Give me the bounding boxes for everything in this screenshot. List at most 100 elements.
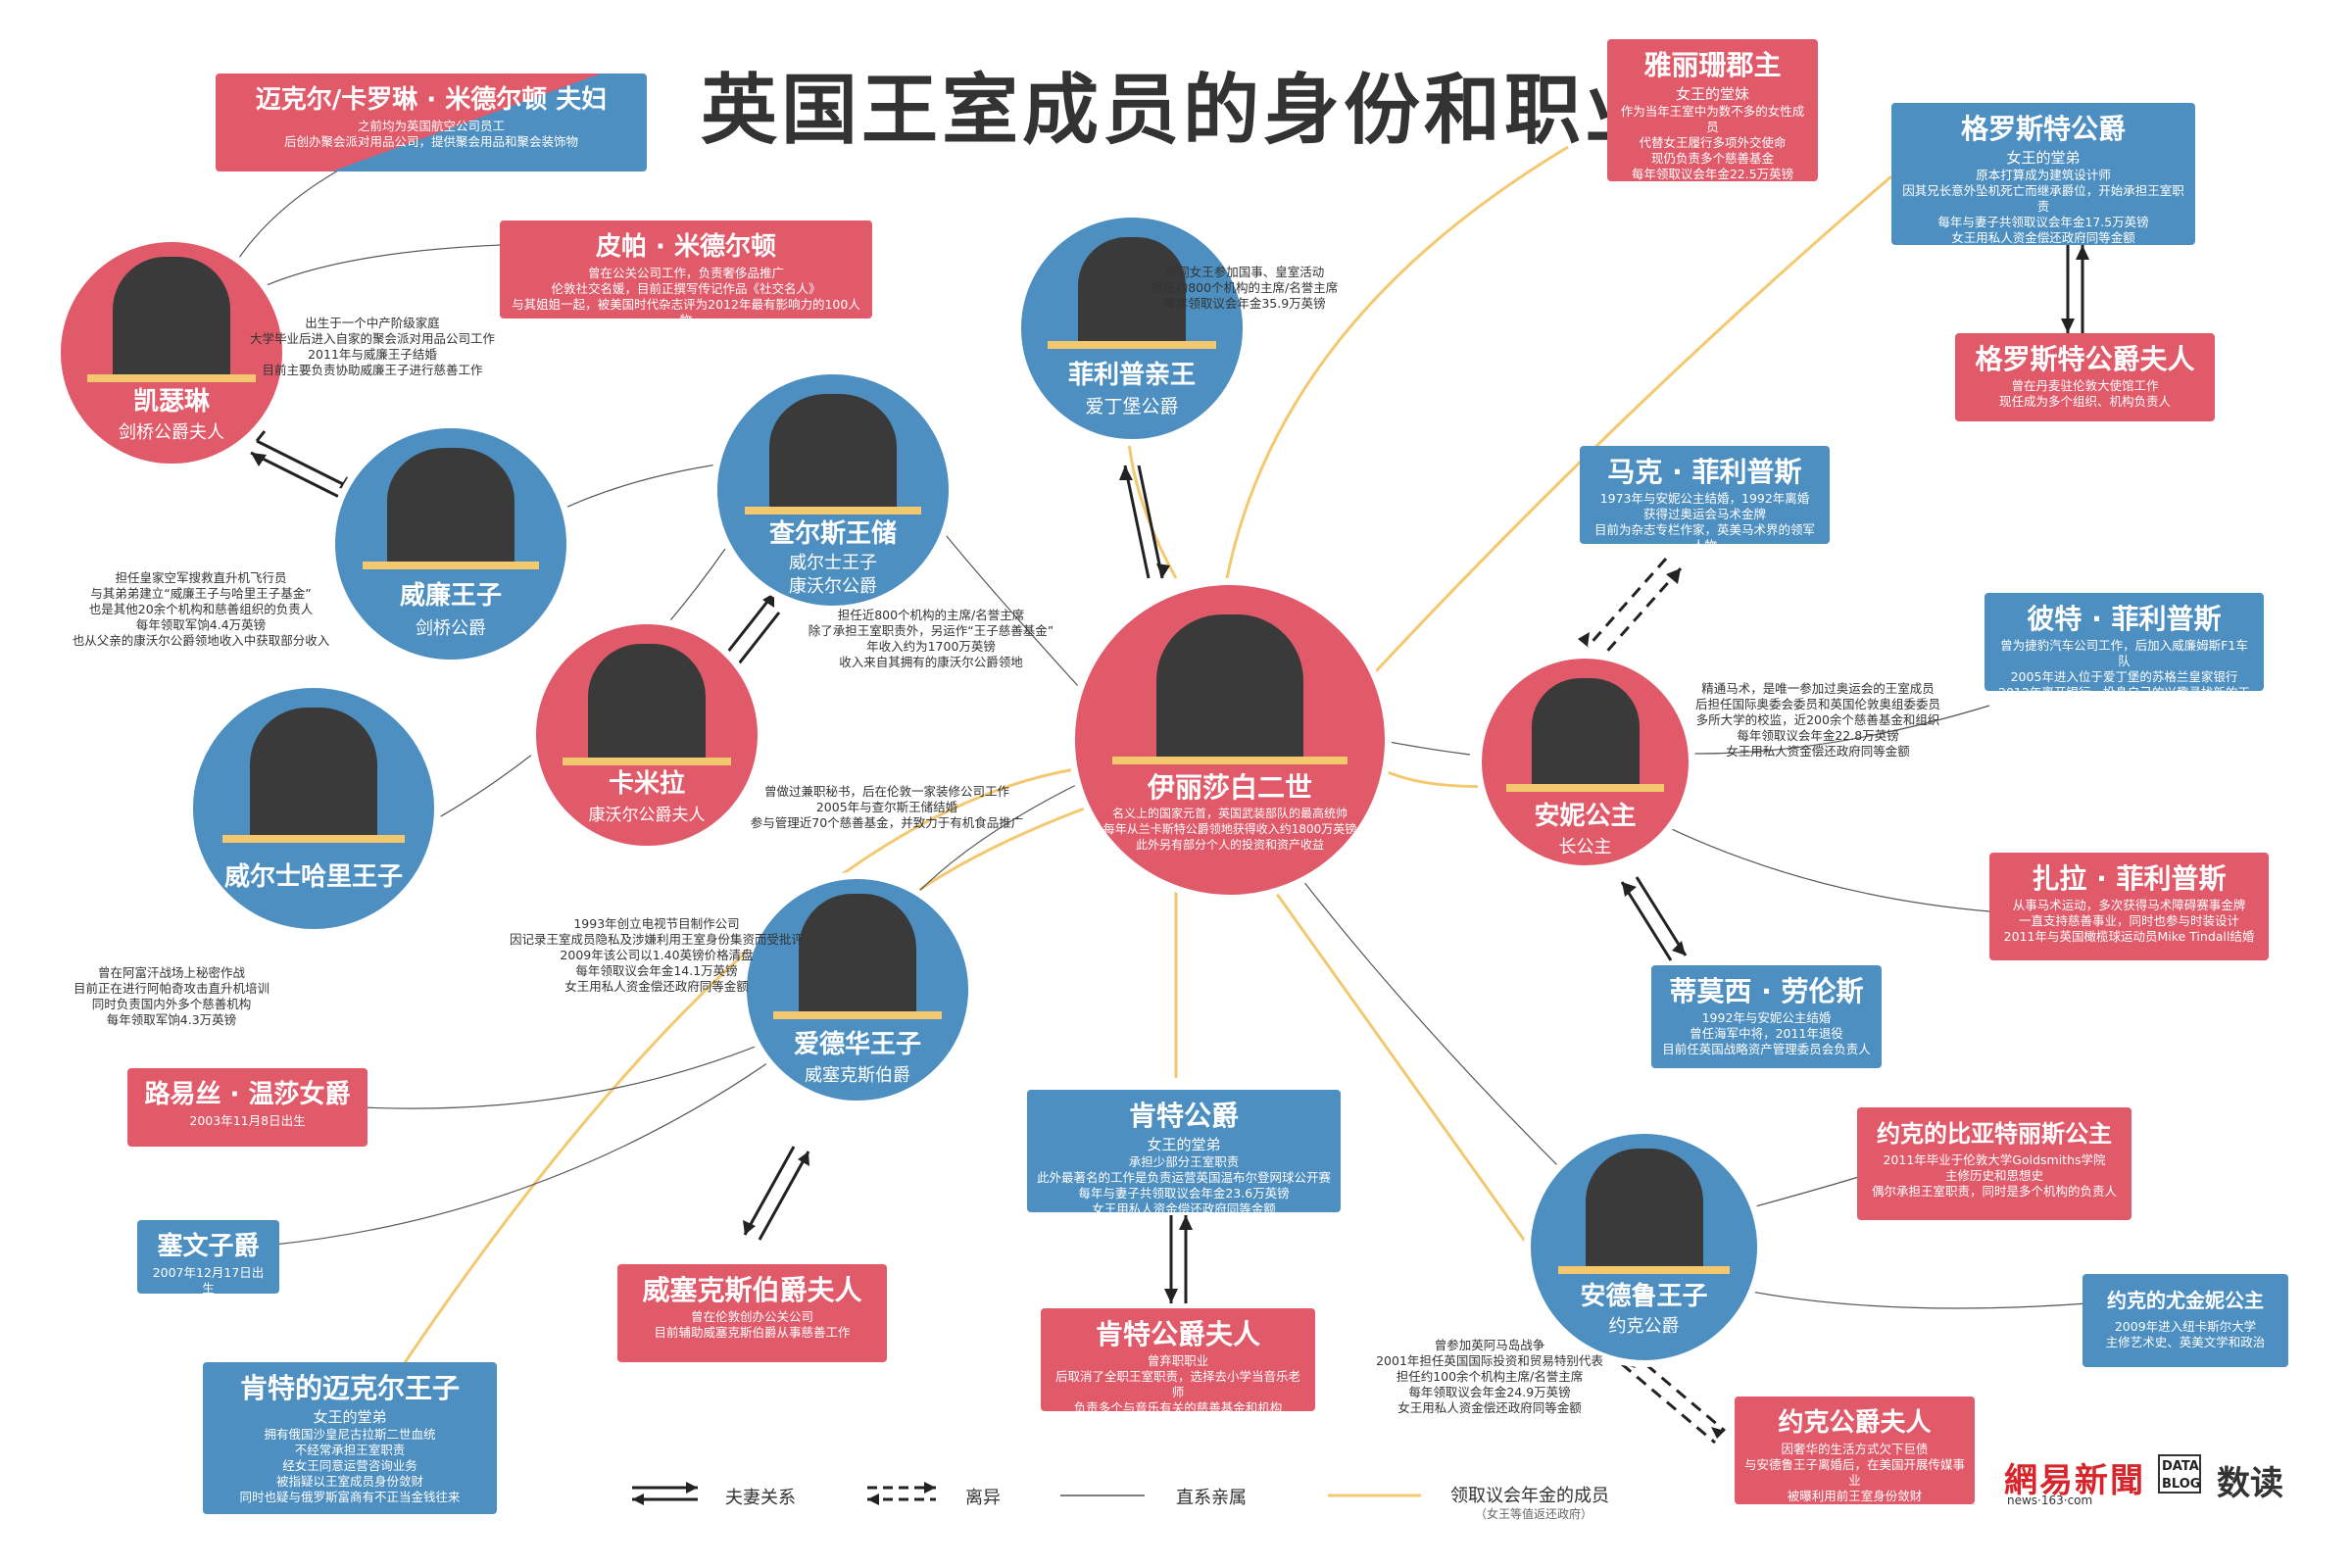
kent-sub: 女王的堂弟 [1147, 1136, 1221, 1153]
kent-wife-desc: 曾弃职职业 后取消了全职王室职责，选择去小学当音乐老师 负责多个与音乐有关的慈善… [1054, 1353, 1300, 1415]
edward-name: 爱德华王子 [793, 1030, 921, 1059]
legend-divorce-label: 离异 [965, 1488, 1001, 1508]
netease-logo-sub: news·163·com [2007, 1494, 2093, 1507]
pippa-desc: 曾在公关公司工作，负责奢侈品推广 伦敦社交名媛，目前正撰写传记作品《社交名人》 … [512, 266, 860, 327]
middletons-name: 迈克尔/卡罗琳 · 米德尔顿 夫妇 [255, 85, 608, 115]
beatrice-desc: 2011年毕业于伦敦大学Goldsmiths学院 主修历史和思想史 偶尔承担王室… [1871, 1152, 2117, 1199]
gloucester-name: 格罗斯特公爵 [1960, 113, 2126, 145]
middletons-desc: 之前均为英国航空公司员工 后创办聚会派对用品公司，提供聚会用品和聚会装饰物 [283, 119, 578, 149]
kent-card: 肯特公爵 女王的堂弟 承担少部分王室职责 此外最著名的工作是负责运营英国温布尔登… [1027, 1090, 1341, 1216]
photo-bar [1048, 341, 1216, 349]
spouse-arrow-anne-laurence [1620, 876, 1688, 961]
camilla-title: 康沃尔公爵夫人 [588, 806, 706, 825]
camilla-note: 曾做过兼职秘书，后在伦敦一家装修公司工作 2005年与查尔斯王储结婚 参与管理近… [750, 784, 1024, 830]
anne-name: 安妮公主 [1534, 802, 1637, 831]
andrew-title: 约克公爵 [1608, 1316, 1680, 1337]
sarah-desc: 因奢华的生活方式欠下巨债 与安德鲁王子离婚后，在美国开展传媒事业 被曝利用前王室… [1744, 1442, 1966, 1503]
photo-bar [363, 562, 539, 569]
charles-node: 查尔斯王储 威尔士王子 康沃尔公爵 [710, 368, 956, 612]
annuity-line-gloucester [1360, 174, 1892, 688]
edward-note: 1993年创立电视节目制作公司 因记录王室成员隐私及涉嫌利用王室身份集资而受批评… [510, 916, 805, 994]
alexandra-card: 雅丽珊郡主 女王的堂妹 作为当年王室中为数不多的女性成员 代替女王履行多项外交使… [1607, 39, 1818, 197]
sophie-card: 威塞克斯伯爵夫人 曾在伦敦创办公关公司 目前辅助威塞克斯伯爵从事慈善工作 [617, 1264, 887, 1362]
charles-portrait [769, 394, 897, 512]
charles-title1: 威尔士王子 [789, 553, 877, 573]
kent-wife-name: 肯特公爵夫人 [1095, 1318, 1260, 1350]
philip-name: 菲利普亲王 [1067, 361, 1196, 390]
sarah-name: 约克公爵夫人 [1778, 1408, 1932, 1438]
beatrice-name: 约克的比亚特丽斯公主 [1877, 1120, 2112, 1148]
mark-desc: 1973年与安妮公主结婚，1992年离婚 获得过奥运会马术金牌 目前为杂志专栏作… [1593, 491, 1815, 553]
zara-card: 扎拉 · 菲利普斯 从事马术运动，多次获得马术障碍赛事金牌 一直支持慈善事业，同… [1989, 853, 2269, 960]
kate-note: 出生于一个中产阶级家庭 大学毕业后进入自家的聚会派对用品公司工作 2011年与威… [249, 316, 495, 377]
queen-portrait [1156, 614, 1303, 761]
gloucester-wife-name: 格罗斯特公爵夫人 [1975, 343, 2195, 375]
gloucester-card: 格罗斯特公爵 女王的堂弟 原本打算成为建筑设计师 因其兄长意外坠机死亡而继承爵位… [1891, 103, 2195, 245]
william-node: 威廉王子 剑桥公爵 [328, 421, 573, 666]
eugenie-card: 约克的尤金妮公主 2009年进入纽卡斯尔大学 主修艺术史、英美文学和政治 [2082, 1274, 2288, 1367]
philip-portrait [1078, 237, 1186, 345]
spouse-arrow-queen-philip [1123, 465, 1164, 579]
legend-symbols [632, 1482, 1421, 1505]
photo-bar [1557, 1266, 1731, 1274]
anne-title: 长公主 [1558, 837, 1612, 858]
middletons-card: 迈克尔/卡罗琳 · 米德尔顿 夫妇 之前均为英国航空公司员工 后创办聚会派对用品… [216, 74, 647, 172]
edward-node: 爱德华王子 威塞克斯伯爵 [740, 872, 975, 1107]
michael-kent-sub: 女王的堂弟 [313, 1408, 387, 1426]
andrew-note: 曾参加英阿马岛战争 2001年担任英国国际投资和贸易特别代表 担任约100余个机… [1376, 1338, 1603, 1415]
camilla-node: 卡米拉 康沃尔公爵夫人 [529, 617, 764, 853]
sophie-name: 威塞克斯伯爵夫人 [642, 1274, 862, 1306]
queen-desc: 名义上的国家元首，英国武装部队的最高统帅 每年从兰卡斯特公爵领地获得收入约180… [1102, 807, 1357, 852]
william-note: 担任皇家空军搜救直升机飞行员 与其弟弟建立“威廉王子与哈里王子基金” 也是其他2… [72, 570, 330, 648]
philip-title: 爱丁堡公爵 [1085, 396, 1179, 417]
legend-annuity-label: 领取议会年金的成员 [1450, 1486, 1609, 1506]
datablog-logo: DATA BLOG [2158, 1454, 2201, 1494]
shudu-logo: 数读 [2217, 1464, 2283, 1503]
edward-portrait [799, 894, 916, 1016]
sophie-desc: 曾在伦敦创办公关公司 目前辅助威塞克斯伯爵从事慈善工作 [654, 1309, 851, 1340]
severn-card: 塞文子爵 2007年12月17日出生 [137, 1220, 279, 1296]
kent-wife-card: 肯特公爵夫人 曾弃职职业 后取消了全职王室职责，选择去小学当音乐老师 负责多个与… [1041, 1308, 1315, 1415]
harry-name: 威尔士哈里王子 [223, 862, 403, 892]
philip-note: 陪同女王参加国事、皇室活动 担任约800个机构的主席/名誉主席 每年领取议会年金… [1151, 265, 1339, 311]
line-queen-andrew [1273, 842, 1569, 1177]
peter-card: 彼特 · 菲利普斯 曾为捷豹汽车公司工作，后加入威廉姆斯F1车队 2005年进入… [1984, 593, 2264, 715]
gloucester-desc: 原本打算成为建筑设计师 因其兄长意外坠机死亡而继承爵位，开始承担王室职责 每年与… [1902, 168, 2184, 245]
peter-desc: 曾为捷豹汽车公司工作，后加入威廉姆斯F1车队 2005年进入位于爱丁堡的苏格兰皇… [1998, 638, 2250, 715]
pippa-name: 皮帕 · 米德尔顿 [596, 232, 776, 262]
gloucester-wife-desc: 曾在丹麦驻伦敦大使馆工作 现任成为多个组织、机构负责人 [1998, 378, 2171, 409]
louise-name: 路易丝 · 温莎女爵 [144, 1080, 351, 1109]
michael-kent-name: 肯特的迈克尔王子 [239, 1372, 460, 1404]
charles-name: 查尔斯王储 [768, 519, 897, 549]
harry-note: 曾在阿富汗战场上秘密作战 目前正在进行阿帕奇攻击直升机培训 同时负责国内外多个慈… [73, 965, 270, 1027]
kent-desc: 承担少部分王室职责 此外最著名的工作是负责运营英国温布尔登网球公开赛 每年与妻子… [1037, 1154, 1332, 1216]
kate-name: 凯瑟琳 [132, 387, 210, 416]
severn-desc: 2007年12月17日出生 [152, 1265, 265, 1296]
anne-node: 安妮公主 长公主 [1475, 652, 1695, 872]
laurence-name: 蒂莫西 · 劳伦斯 [1669, 975, 1864, 1007]
harry-node: 威尔士哈里王子 [186, 681, 441, 936]
spouse-arrow-edward-sophie [743, 1146, 810, 1241]
kate-portrait [113, 257, 230, 374]
severn-name: 塞文子爵 [157, 1232, 260, 1261]
louise-card: 路易丝 · 温莎女爵 2003年11月8日出生 [127, 1068, 368, 1147]
photo-bar [745, 507, 921, 514]
photo-bar [87, 374, 256, 382]
louise-desc: 2003年11月8日出生 [189, 1113, 306, 1128]
annuity-line-alexandra [1223, 145, 1569, 589]
laurence-desc: 1992年与安妮公主结婚 曾任海军中将，2011年退役 目前任英国战略资产管理委… [1662, 1010, 1871, 1056]
alexandra-desc: 作为当年王室中为数不多的女性成员 代替女王履行多项外交使命 现仍负责多个慈善基金… [1620, 104, 1805, 197]
queen-name: 伊丽莎白二世 [1147, 771, 1312, 804]
camilla-name: 卡米拉 [608, 769, 685, 799]
alexandra-name: 雅丽珊郡主 [1643, 49, 1782, 81]
andrew-portrait [1585, 1149, 1703, 1266]
anne-portrait [1531, 678, 1640, 786]
william-portrait [387, 448, 514, 565]
photo-bar [563, 758, 731, 765]
line-edward-severn [273, 1057, 775, 1246]
kate-node: 凯瑟琳 剑桥公爵夫人 [54, 235, 289, 470]
william-name: 威廉王子 [399, 581, 502, 611]
photo-bar [1111, 757, 1348, 764]
kate-title: 剑桥公爵夫人 [119, 422, 224, 443]
